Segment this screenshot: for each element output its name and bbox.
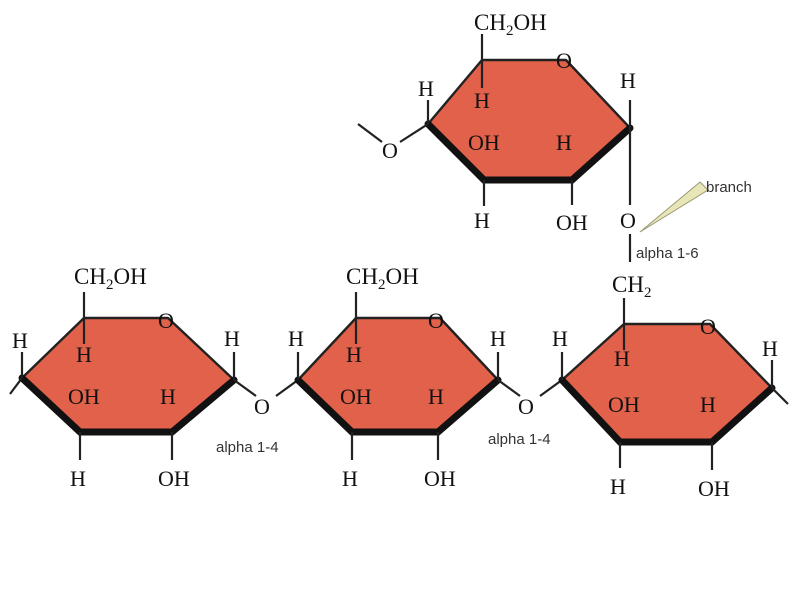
alpha-1-6-oxygen: O xyxy=(620,208,636,233)
left-h-c2: H xyxy=(160,384,176,409)
top-ch2oh-label: CH2OH xyxy=(474,10,547,39)
left-ring-oxygen: O xyxy=(158,308,174,333)
left-c1-o-bond xyxy=(233,379,257,397)
alpha-1-6-label: alpha 1-6 xyxy=(636,245,699,262)
left-h-c4: H xyxy=(12,328,28,353)
middle-c1-o-bond xyxy=(497,379,521,397)
top-h-c5: H xyxy=(474,88,490,113)
left-c4-stub-bond xyxy=(9,377,23,395)
right-c1-stub-bond xyxy=(771,387,789,405)
right-h-c3: H xyxy=(610,474,626,499)
left-oh-c2: OH xyxy=(158,466,190,491)
left-h-c3: H xyxy=(70,466,86,491)
right-glucose-unit: CH2 O H H H OH H H OH xyxy=(552,272,789,501)
middle-glucose-unit: CH2OH O H H H OH H H OH xyxy=(288,264,521,491)
middle-ring-front-edge xyxy=(294,376,502,436)
alpha-1-4-label-right: alpha 1-4 xyxy=(488,431,551,448)
right-ring-oxygen: O xyxy=(700,314,716,339)
glycosidic-bond-1 xyxy=(275,379,299,397)
glycosidic-bond-2 xyxy=(539,379,563,397)
left-h-c5: H xyxy=(76,342,92,367)
top-oh-c2: OH xyxy=(556,210,588,235)
glycosidic-oxygen-1: O xyxy=(254,394,270,419)
left-oh-c3: OH xyxy=(68,384,100,409)
top-ring-front-edge xyxy=(424,120,634,184)
middle-h-c3: H xyxy=(342,466,358,491)
right-h-c1: H xyxy=(762,336,778,361)
middle-h-c4: H xyxy=(288,326,304,351)
glycosidic-oxygen-2: O xyxy=(518,394,534,419)
middle-h-c2: H xyxy=(428,384,444,409)
right-ring-front-edge xyxy=(558,376,776,446)
top-h-c1: H xyxy=(620,68,636,93)
middle-ch2oh-label: CH2OH xyxy=(346,264,419,293)
branch-pointer-arrow xyxy=(639,181,709,233)
right-h-c2: H xyxy=(700,392,716,417)
left-ch2oh-label: CH2OH xyxy=(74,264,147,293)
left-glucose-unit: CH2OH O H H H OH H H OH xyxy=(9,264,257,491)
left-ring xyxy=(20,316,236,434)
top-ring-oxygen: O xyxy=(556,48,572,73)
right-oh-c3: OH xyxy=(608,392,640,417)
left-h-c1: H xyxy=(224,326,240,351)
top-h-c4: H xyxy=(418,76,434,101)
middle-h-c5: H xyxy=(346,342,362,367)
top-h-c3: H xyxy=(474,208,490,233)
right-oh-c2: OH xyxy=(698,476,730,501)
top-o-stub-bond xyxy=(357,123,383,143)
top-c4-oxygen: O xyxy=(382,138,398,163)
alpha-1-4-label-left: alpha 1-4 xyxy=(216,439,279,456)
top-c4-o-bond xyxy=(399,123,429,143)
right-ch2-label: CH2 xyxy=(612,272,651,301)
middle-h-c1: H xyxy=(490,326,506,351)
right-h-c5: H xyxy=(614,346,630,371)
top-glucose-unit: CH2OH O H H H OH H H OH O O xyxy=(357,10,636,235)
right-h-c4: H xyxy=(552,326,568,351)
right-ring xyxy=(560,322,774,444)
top-h-c2: H xyxy=(556,130,572,155)
middle-ring-oxygen: O xyxy=(428,308,444,333)
top-oh-c3: OH xyxy=(468,130,500,155)
middle-oh-c2: OH xyxy=(424,466,456,491)
left-ring-front-edge xyxy=(18,374,238,436)
middle-ring xyxy=(296,316,500,434)
top-ring xyxy=(426,58,632,182)
middle-oh-c3: OH xyxy=(340,384,372,409)
branch-label: branch xyxy=(706,179,752,196)
